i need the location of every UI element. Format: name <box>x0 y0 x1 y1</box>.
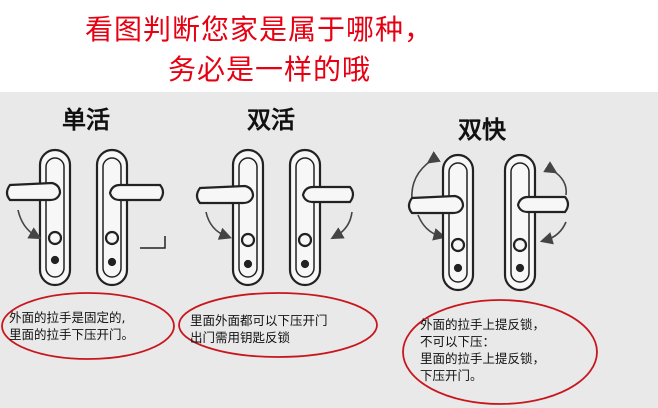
indicator-line <box>140 236 166 249</box>
double-quick-lock-right <box>503 153 570 292</box>
note-single: 外面的拉手是固定的, 里面的拉手下压开门。 <box>9 309 134 343</box>
double-quick-lock-left <box>407 153 475 292</box>
note-ellipse-double-quick <box>402 299 598 405</box>
note-line: 里面的拉手上提反锁， <box>420 351 546 366</box>
header-line-1: 看图判断您家是属于哪种， <box>85 13 434 46</box>
note-line: 里面的拉手下压开门。 <box>9 327 135 342</box>
single-active-lock-right <box>95 148 165 287</box>
note-line: 里面外面都可以下压开门 <box>190 313 328 328</box>
note-ellipse-single <box>1 292 175 360</box>
double-active-lock-left <box>195 148 265 287</box>
note-double: 里面外面都可以下压开门 出门需用钥匙反锁 <box>190 312 328 346</box>
single-active-lock-left <box>5 148 72 287</box>
rotate-arrow-icon <box>417 214 447 241</box>
panel-title-single: 单活 <box>62 106 110 134</box>
note-line: 外面的拉手上提反锁， <box>420 317 546 332</box>
note-double-quick: 外面的拉手上提反锁， 不可以下压： 里面的拉手上提反锁， 下压开门。 <box>420 316 545 384</box>
note-line: 外面的拉手是固定的, <box>9 310 126 325</box>
note-line: 不可以下压： <box>420 334 496 349</box>
rotate-arrow-icon <box>539 221 567 245</box>
rotate-arrow-icon <box>543 161 568 196</box>
double-active-lock-right <box>288 148 355 287</box>
rotate-arrow-icon <box>205 211 232 240</box>
rotate-arrow-icon <box>17 209 42 240</box>
header-line-2: 务必是一样的哦 <box>168 53 372 86</box>
note-ellipse-double <box>178 292 378 358</box>
note-line: 出门需用钥匙反锁 <box>190 330 291 345</box>
panel-title-double-quick: 双快 <box>458 116 506 144</box>
rotate-arrow-icon <box>411 151 441 201</box>
rotate-arrow-icon <box>330 211 353 240</box>
note-line: 下压开门。 <box>420 368 483 383</box>
panel-title-double: 双活 <box>247 106 295 134</box>
